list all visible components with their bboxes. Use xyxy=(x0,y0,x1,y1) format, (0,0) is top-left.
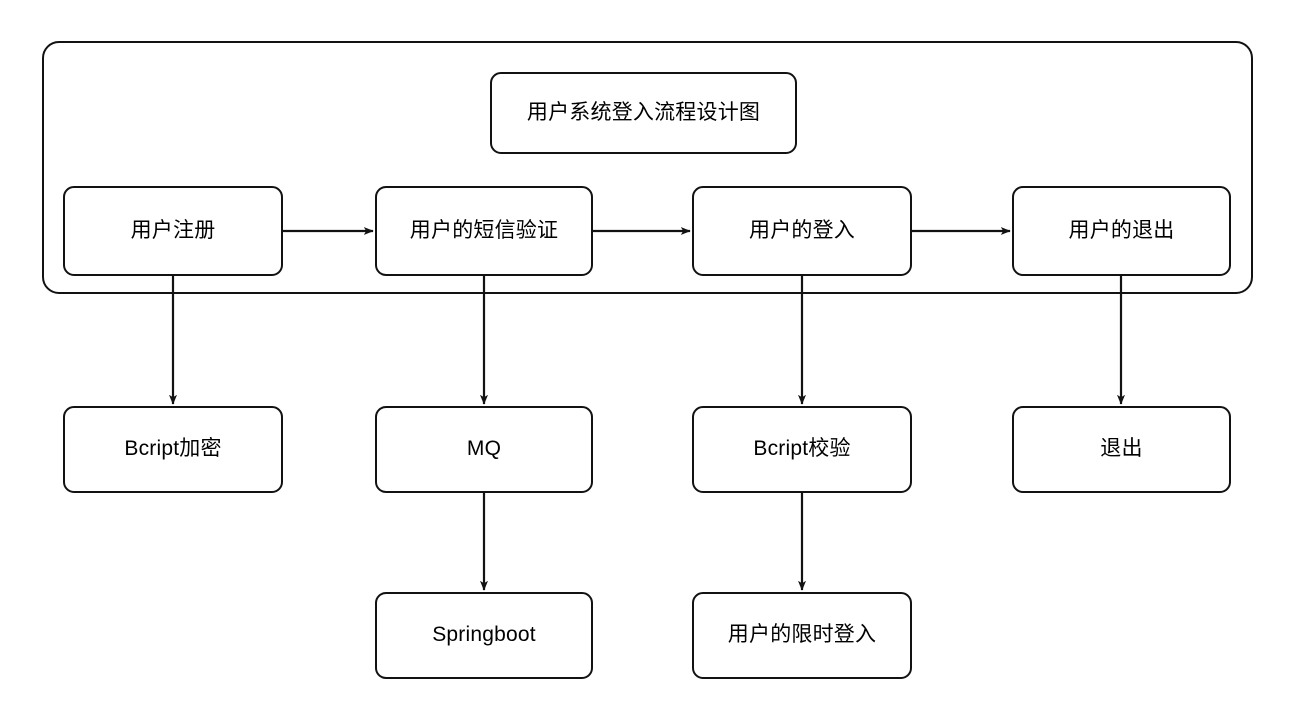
node-title[interactable]: 用户系统登入流程设计图 xyxy=(490,72,797,154)
node-bcript-encrypt-label: Bcript加密 xyxy=(124,437,222,461)
node-title-label: 用户系统登入流程设计图 xyxy=(526,100,761,124)
node-user-logout[interactable]: 用户的退出 xyxy=(1012,186,1231,276)
node-logout-label: 退出 xyxy=(1100,437,1143,461)
node-timed-login-label: 用户的限时登入 xyxy=(727,623,877,647)
node-user-logout-label: 用户的退出 xyxy=(1068,218,1175,242)
node-sms-verification-label: 用户的短信验证 xyxy=(409,218,559,242)
node-user-register[interactable]: 用户注册 xyxy=(63,186,283,276)
node-user-login-label: 用户的登入 xyxy=(749,218,855,242)
node-sms-verification[interactable]: 用户的短信验证 xyxy=(375,186,593,276)
node-springboot[interactable]: Springboot xyxy=(375,592,593,679)
group-container-login-flow xyxy=(42,41,1253,294)
node-user-login[interactable]: 用户的登入 xyxy=(692,186,912,276)
node-bcript-verify[interactable]: Bcript校验 xyxy=(692,406,912,493)
node-bcript-verify-label: Bcript校验 xyxy=(753,437,851,461)
node-springboot-label: Springboot xyxy=(432,623,536,647)
node-bcript-encrypt[interactable]: Bcript加密 xyxy=(63,406,283,493)
node-timed-login[interactable]: 用户的限时登入 xyxy=(692,592,912,679)
node-mq-label: MQ xyxy=(466,437,502,461)
node-logout[interactable]: 退出 xyxy=(1012,406,1231,493)
node-mq[interactable]: MQ xyxy=(375,406,593,493)
node-user-register-label: 用户注册 xyxy=(130,218,216,242)
